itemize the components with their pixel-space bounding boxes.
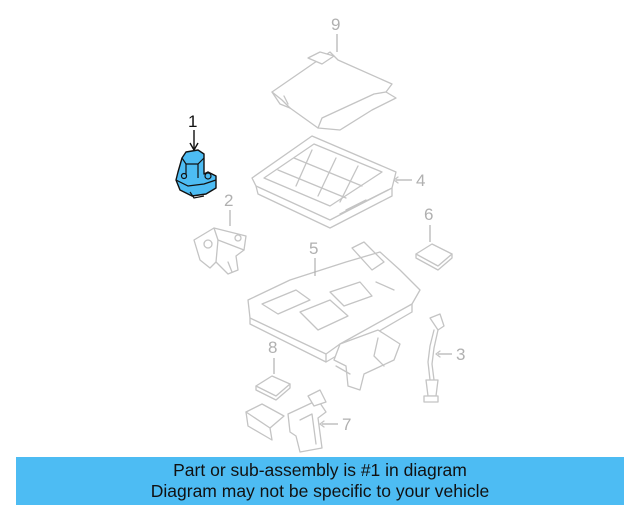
part-2-sensor[interactable] bbox=[193, 227, 247, 275]
callout-5: 5 bbox=[309, 239, 318, 258]
part-7-bracket[interactable] bbox=[245, 389, 327, 453]
callout-7: 7 bbox=[342, 415, 351, 434]
part-5-bracket[interactable] bbox=[247, 241, 421, 391]
banner-line-2: Diagram may not be specific to your vehi… bbox=[150, 481, 490, 501]
info-banner: Part or sub-assembly is #1 in diagram Di… bbox=[16, 457, 624, 505]
callout-2: 2 bbox=[224, 191, 233, 210]
part-1-sensor[interactable] bbox=[175, 149, 217, 199]
banner-line-1: Part or sub-assembly is #1 in diagram bbox=[173, 460, 467, 480]
part-6-chip[interactable] bbox=[415, 243, 453, 271]
part-3-sensor[interactable] bbox=[423, 313, 445, 403]
callout-1: 1 bbox=[188, 112, 197, 131]
callout-9: 9 bbox=[331, 15, 340, 34]
part-4-module[interactable] bbox=[251, 135, 397, 229]
part-8-chip[interactable] bbox=[255, 375, 291, 401]
callout-6: 6 bbox=[424, 205, 433, 224]
part-9-cover[interactable] bbox=[271, 51, 397, 131]
callout-3: 3 bbox=[456, 345, 465, 364]
callout-4: 4 bbox=[416, 171, 425, 190]
callout-8: 8 bbox=[268, 338, 277, 357]
parts-diagram: 9 4 6 5 bbox=[175, 15, 465, 453]
